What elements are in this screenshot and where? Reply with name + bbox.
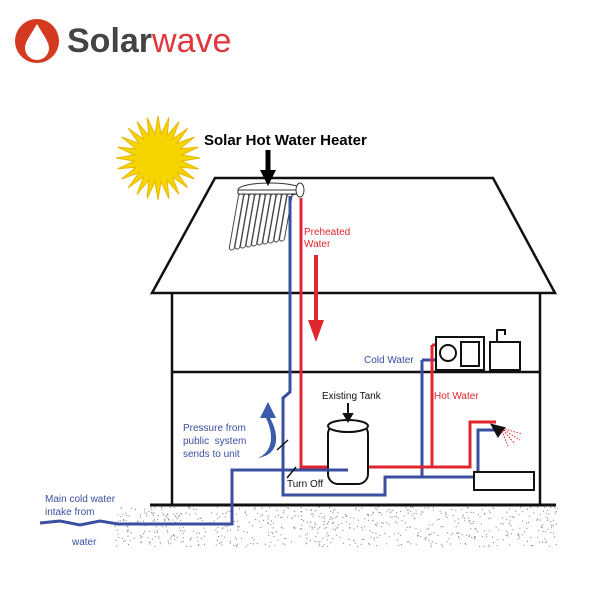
logo-icon	[15, 19, 59, 63]
logo-text: Solarwave	[67, 22, 231, 60]
shower-spray	[501, 428, 523, 447]
house	[149, 176, 558, 505]
pressure-arrow	[258, 402, 277, 458]
logo-part2: wave	[152, 22, 232, 60]
logo-part1: Solar	[67, 22, 153, 60]
existing-tank-label: Existing Tank	[322, 391, 381, 402]
water-label: water	[72, 537, 97, 548]
ground	[114, 506, 559, 548]
tank	[327, 403, 369, 485]
preheated-arrow	[308, 255, 324, 342]
cold-water-label: Cold Water	[364, 355, 414, 366]
pressure-label: Pressure from public system sends to uni…	[183, 423, 247, 460]
appliances	[435, 329, 535, 491]
turn-off-label: Turn Off	[287, 479, 324, 490]
preheated-label: Preheated Water	[304, 227, 351, 250]
cold-pipes	[39, 196, 495, 527]
diagram-title: Solar Hot Water Heater	[204, 132, 367, 149]
title-arrow	[260, 150, 276, 186]
sun-icon	[115, 115, 201, 201]
hot-water-label: Hot Water	[434, 391, 479, 402]
valve-icon	[276, 439, 297, 479]
solar-collector	[228, 182, 305, 251]
main-cold-label: Main cold water intake from	[45, 494, 116, 518]
